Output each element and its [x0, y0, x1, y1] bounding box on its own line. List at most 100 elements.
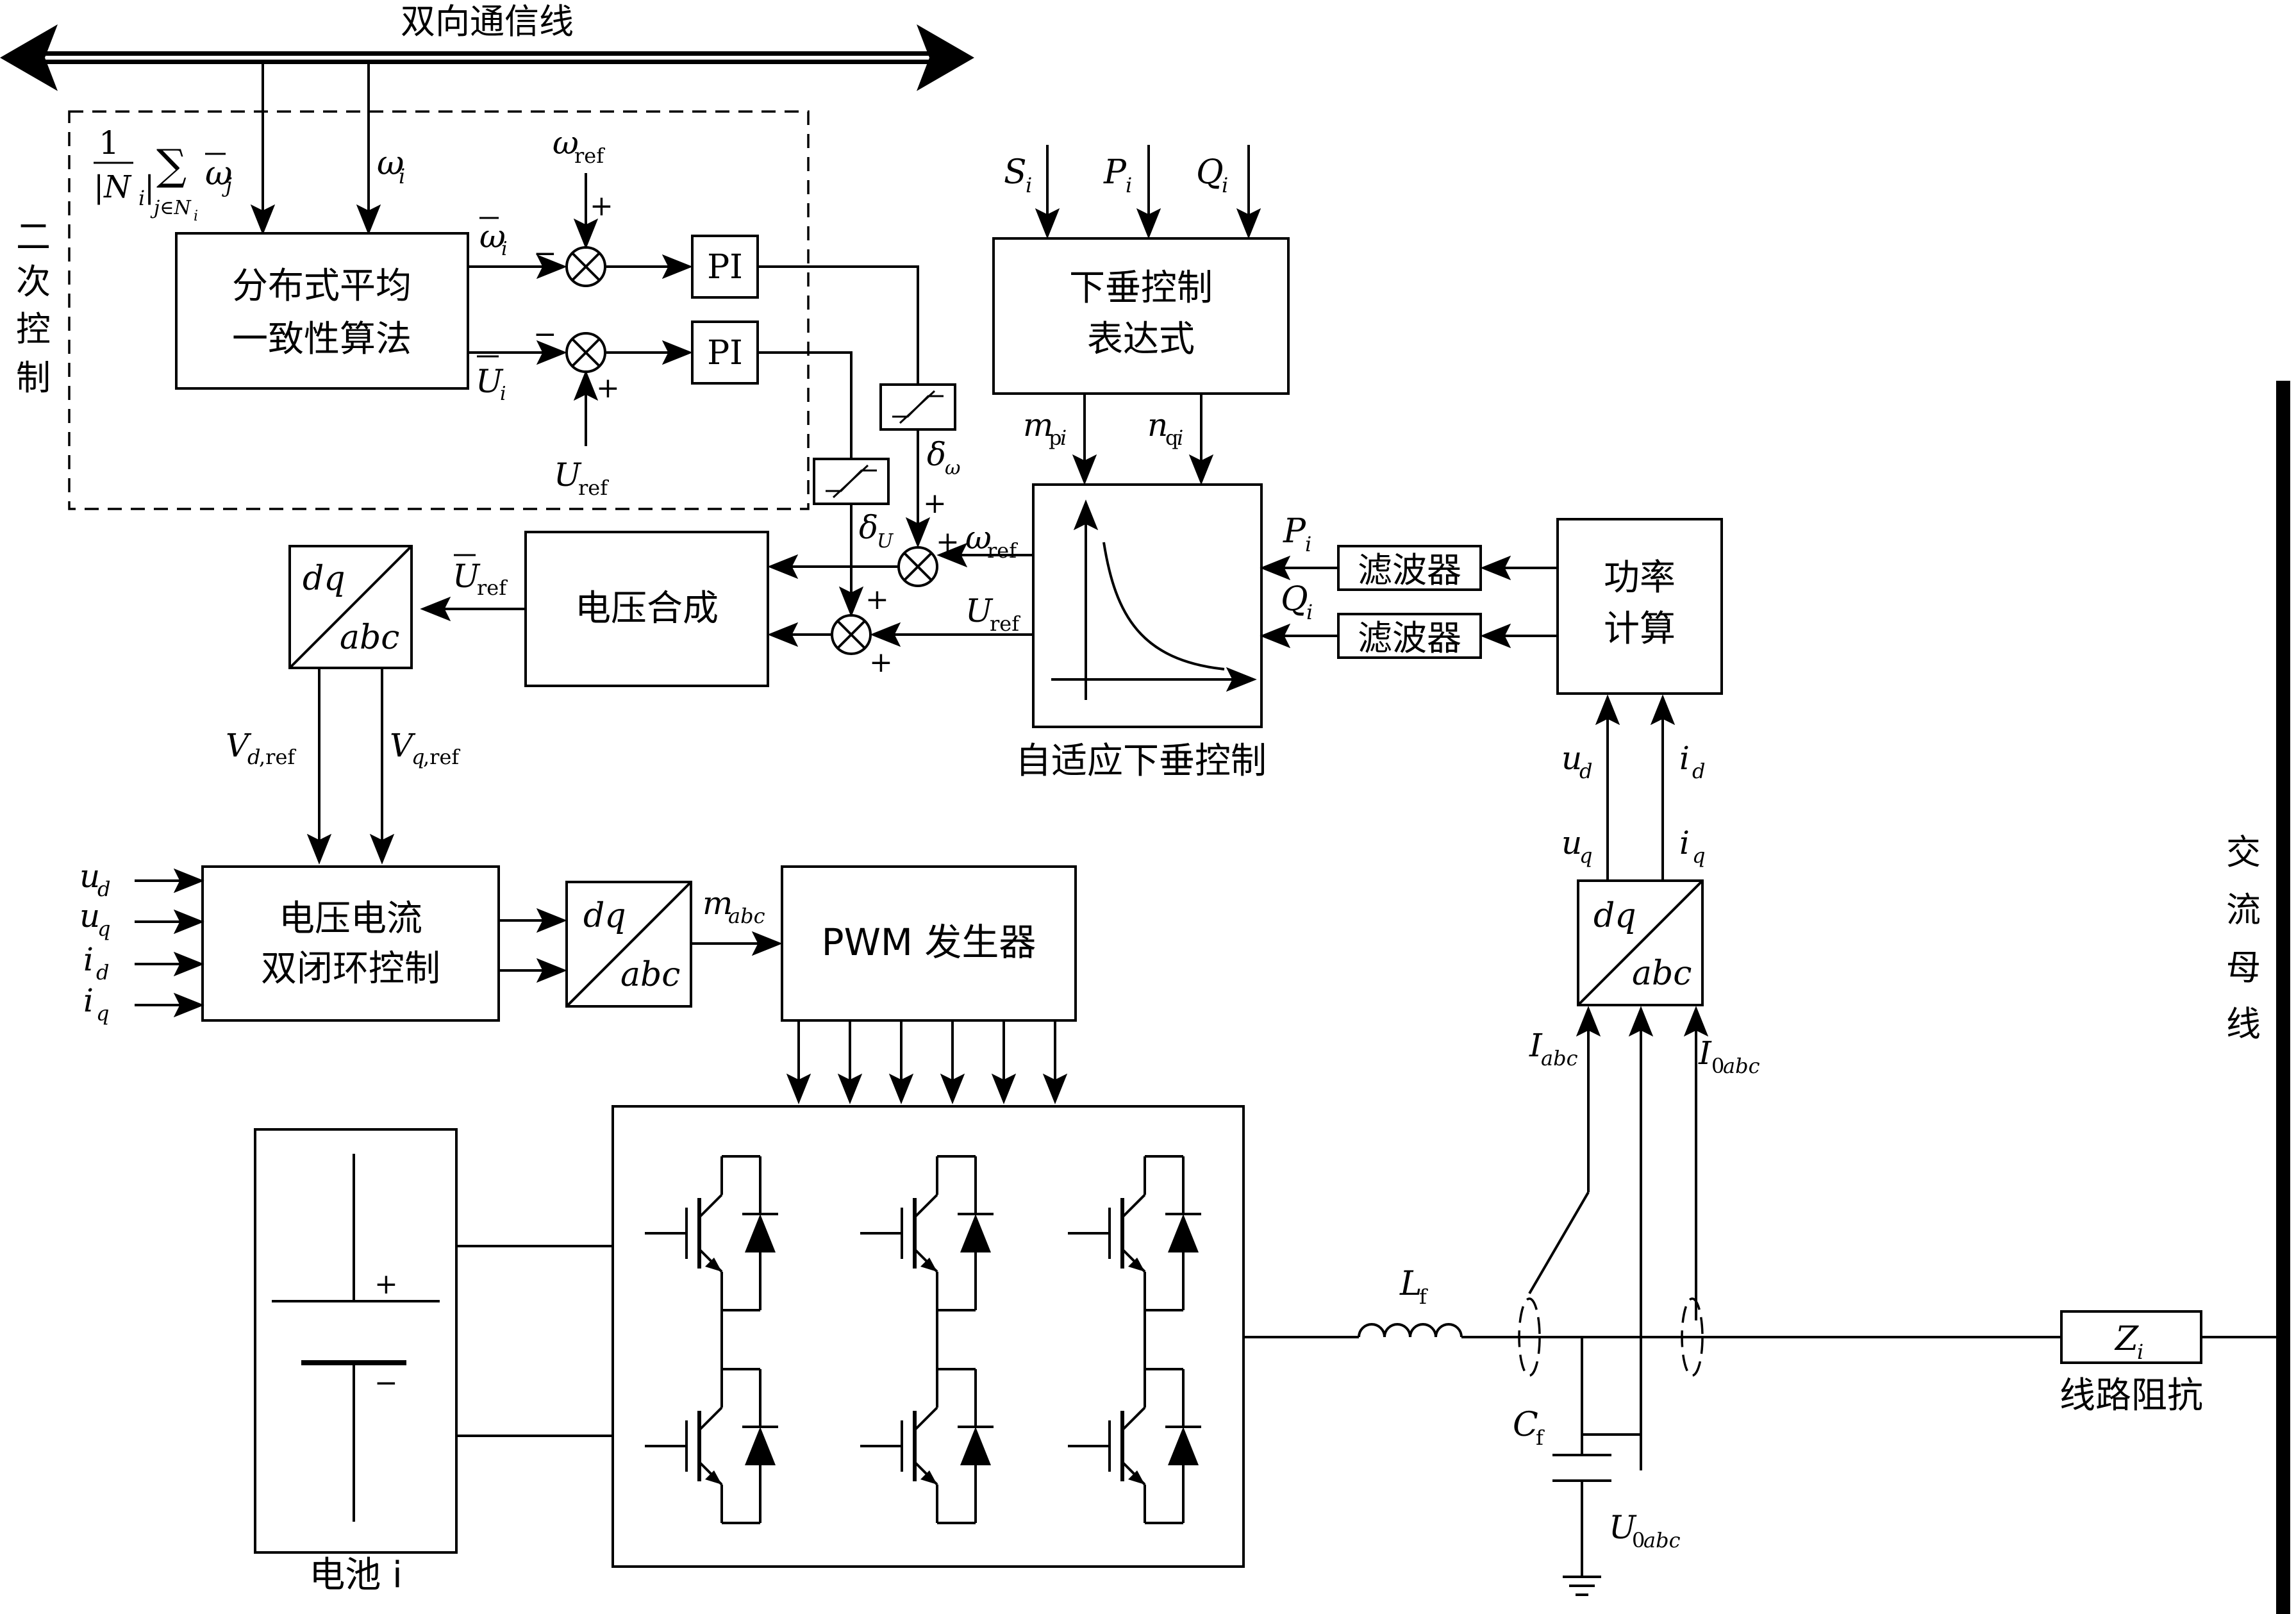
svg-text:交: 交 [2226, 832, 2261, 872]
label-omega-bar: ω i − [479, 217, 557, 270]
svg-text:i: i [1305, 532, 1311, 556]
label-omega-ref-top: ω ref + [553, 124, 613, 222]
svg-text:i: i [1126, 173, 1132, 197]
sum-junction-omega [565, 246, 606, 287]
svg-text:ω: ω [945, 457, 960, 479]
svg-text:滤波器: 滤波器 [1358, 618, 1461, 658]
svg-text:ω: ω [553, 124, 579, 162]
pi-controller-omega [691, 235, 759, 299]
svg-text:−: − [533, 237, 557, 270]
label-ud-uq-right: ud uq [1561, 740, 1592, 868]
svg-text:滤波器: 滤波器 [1358, 550, 1461, 590]
svg-text:−: − [533, 318, 557, 351]
svg-text:ref: ref [578, 476, 609, 500]
label-U-bar: U i − [476, 318, 557, 405]
sum-junction-U-ref: + [831, 614, 893, 679]
svg-text:0: 0 [1711, 1054, 1724, 1078]
label-omega-ref-mid: ω ref [965, 519, 1018, 563]
voltage-synthesis-label: 电压合成 [575, 588, 719, 629]
svg-text:下垂控制: 下垂控制 [1069, 267, 1213, 309]
svg-text:δ: δ [927, 436, 946, 473]
svg-text:I: I [1529, 1027, 1543, 1064]
droop-curve-icon [1051, 499, 1257, 700]
svg-text:i: i [1679, 824, 1690, 861]
svg-text:U: U [877, 530, 894, 553]
svg-text:f: f [1419, 1285, 1428, 1309]
svg-text:abc: abc [728, 904, 765, 928]
consensus-formula: 1 |N i | ∑ j∈N i ω j [94, 124, 232, 224]
svg-text:U: U [476, 363, 504, 400]
svg-text:线: 线 [2226, 1004, 2261, 1044]
svg-text:V: V [226, 727, 252, 764]
svg-text:ref: ref [477, 576, 508, 600]
label-omega-i: ω i [377, 144, 405, 188]
svg-text:I: I [1698, 1035, 1712, 1072]
svg-text:ref: ref [574, 144, 605, 168]
svg-text:−: − [374, 1367, 398, 1399]
svg-text:U: U [1609, 1509, 1637, 1546]
battery-block [254, 1128, 458, 1554]
label-U-ref-mid: U ref [965, 592, 1020, 636]
svg-text:i: i [399, 164, 405, 188]
svg-text:i: i [1306, 600, 1313, 624]
svg-text:u: u [1561, 740, 1582, 777]
svg-text:+: + [923, 487, 947, 520]
svg-text:PI: PI [707, 334, 743, 372]
sum-junction-U [565, 332, 606, 373]
svg-text:双闭环控制: 双闭环控制 [261, 948, 440, 990]
label-m-abc: m abc [703, 885, 765, 928]
svg-text:q: q [96, 1001, 109, 1026]
label-I-abc: I abc [1529, 1027, 1578, 1070]
svg-text:制: 制 [16, 358, 51, 398]
svg-text:i: i [2137, 1340, 2143, 1364]
svg-text:U: U [554, 456, 582, 494]
svg-text:m: m [703, 885, 733, 922]
svg-text:ω: ω [479, 218, 506, 255]
svg-text:母: 母 [2226, 947, 2261, 988]
dq-abc-transform-3: dq abc [1577, 879, 1704, 1006]
svg-text:δ: δ [859, 509, 878, 546]
svg-text:u: u [1561, 824, 1582, 861]
label-U-0abc: U 0 abc [1609, 1509, 1681, 1552]
svg-text:d: d [97, 877, 110, 901]
svg-text:f: f [1536, 1426, 1545, 1450]
svg-text:i: i [1026, 173, 1032, 197]
svg-text:abc: abc [1632, 954, 1692, 993]
label-Z-i: Z i [2114, 1320, 2143, 1364]
svg-text:abc: abc [620, 956, 680, 994]
consensus-block-line1: 分布式平均 [232, 265, 412, 307]
svg-text:+: + [590, 190, 613, 222]
svg-text:q: q [1692, 844, 1705, 868]
svg-text:abc: abc [1723, 1054, 1760, 1078]
svg-text:q: q [1579, 844, 1592, 868]
svg-text:p: p [1049, 426, 1061, 450]
svg-text:S: S [1004, 153, 1027, 192]
svg-text:C: C [1513, 1406, 1538, 1444]
adaptive-droop-caption: 自适应下垂控制 [1015, 740, 1267, 782]
svg-text:d: d [1692, 759, 1705, 783]
adaptive-droop-block [1032, 483, 1263, 728]
label-delta-U: δ U + [859, 509, 894, 616]
svg-text:i: i [1177, 426, 1183, 450]
svg-text:+: + [936, 526, 960, 558]
label-delta-omega: δ ω + [923, 436, 960, 520]
svg-text:abc: abc [1643, 1528, 1681, 1552]
svg-text:Q: Q [1196, 153, 1224, 192]
svg-text:次: 次 [16, 262, 51, 302]
svg-text:V: V [390, 727, 416, 764]
dual-loop-control-block [201, 865, 500, 1022]
svg-text:q: q [412, 745, 424, 769]
ac-bus-label: 交 流 母 线 [2226, 832, 2261, 1044]
inductor-Lf: L f [1358, 1265, 1463, 1338]
svg-text:i: i [501, 238, 508, 260]
svg-text:i: i [1679, 740, 1690, 777]
comm-line: 双向通信线 [0, 1, 974, 91]
pwm-generator-block [781, 865, 1077, 1022]
svg-text:j∈N: j∈N [150, 197, 192, 219]
label-n-qi: n qi [1147, 406, 1183, 450]
svg-text:,ref: ,ref [423, 745, 460, 769]
svg-text:控: 控 [16, 309, 51, 349]
